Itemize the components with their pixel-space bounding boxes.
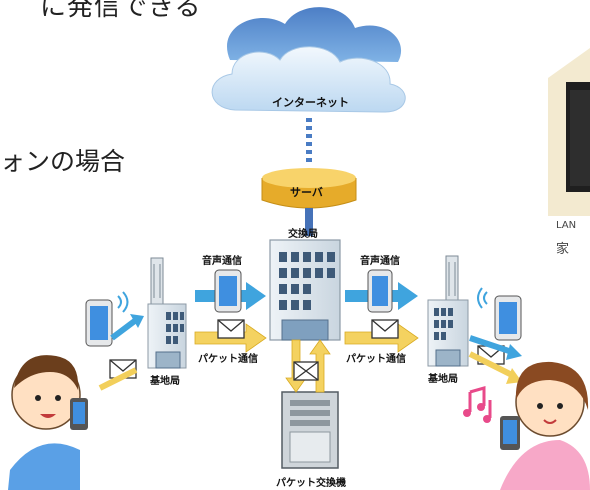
voice-right-label: 音声通信 <box>360 256 400 267</box>
side-panel-line1: LAN <box>556 220 577 231</box>
envelope-icons <box>109 319 505 381</box>
phone-icons <box>85 269 522 347</box>
server-label: サーバ <box>290 186 323 199</box>
internet-cloud <box>211 7 406 113</box>
exchange-building <box>269 239 341 341</box>
base-left-label: 基地局 <box>150 376 180 387</box>
girl-character <box>500 361 590 490</box>
side-panel-line2: 家 <box>556 242 570 257</box>
signal-waves <box>117 287 488 313</box>
music-notes-icon <box>463 386 492 423</box>
link-server-exchange <box>305 208 313 236</box>
link-cloud-server <box>306 118 312 162</box>
heading-mid: ォンの場合 <box>0 147 126 176</box>
side-panel-image <box>548 48 590 216</box>
boy-character <box>8 355 88 490</box>
left-base-station <box>147 257 187 369</box>
base-right-label: 基地局 <box>428 374 458 385</box>
voice-left-label: 音声通信 <box>202 256 242 267</box>
packet-exchange-machine <box>281 391 339 469</box>
packet-exchange-label: パケット交換機 <box>276 478 346 489</box>
right-base-station <box>427 255 469 367</box>
packet-right-label: パケット通信 <box>346 354 406 365</box>
internet-label: インターネット <box>272 96 349 109</box>
exchange-label: 交換局 <box>288 229 318 240</box>
heading-top: に発信できる <box>40 0 202 22</box>
phone-arrows <box>98 314 522 391</box>
packet-left-label: パケット通信 <box>198 354 258 365</box>
